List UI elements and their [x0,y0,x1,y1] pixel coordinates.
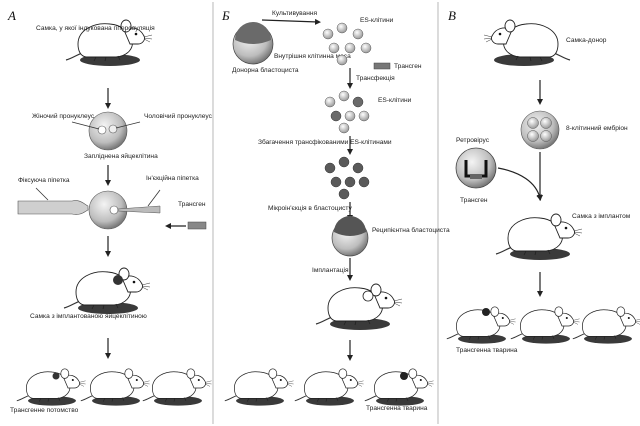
offspring-c1-mark [482,308,490,316]
mouse-implant-c [495,213,583,261]
offspring-b2 [294,368,365,407]
offspring-b3-mark [400,372,408,380]
label-female-implant: Самка з імплантом [572,212,631,220]
label-embryo-8cell: 8-клітинний ембріон [566,124,628,132]
panel-a: А Самка, у якої індукована гіперовуляція… [7,8,213,414]
offspring-c2 [510,306,581,345]
label-cultivation: Культивування [272,10,317,17]
female-pronucleus-icon [97,125,107,135]
label-microinjection: Мікроін'єкція в бластоцисту [268,204,353,212]
label-implantation: Імплантація [312,266,349,274]
injection-pipette-icon [117,205,161,214]
offspring-c3 [572,306,640,345]
arrow-retrovirus [497,167,543,201]
label-retrovirus: Ретровірус [456,136,490,144]
leader-injection-pipette [147,189,161,207]
transgene-b-icon [373,62,391,70]
offspring-a3 [142,368,213,407]
label-female-implanted: Самка з імплантованою яйцеклітиною [30,312,147,320]
embryo-cells [527,117,552,142]
panel-b-heading: Б [221,8,230,23]
label-inner-cell-mass: Внутрішня клітинна маса [274,52,351,60]
offspring-c1 [446,306,517,345]
panel-a-heading: А [7,8,16,23]
fertilized-egg-icon [88,111,128,151]
label-transgene-a: Трансген [178,201,206,208]
arrow-cultivation [261,18,321,25]
panel-c-heading: В [448,8,456,23]
label-donor-blastocyst: Донорна бластоциста [232,66,299,74]
retrovirus-icon [455,147,497,189]
pronucleus-injected-icon [109,205,119,215]
es-cells-cluster-1 [322,22,372,66]
label-female-donor: Самка-донор [566,37,607,44]
panel-b: Б Донорна бластоциста Внутрішня клітинна… [221,8,450,412]
mouse-donor [483,19,571,67]
label-male-pronucleus: Чоловічий пронуклеус [144,112,213,120]
es-cells-cluster-3 [324,156,370,200]
offspring-a2 [80,368,151,407]
holding-pipette-icon [17,200,89,215]
label-es-cells: ES-клітини [360,16,394,24]
label-es-cells-2: ES-клітини [378,96,412,104]
offspring-a1-mark [52,372,60,380]
label-transgenic-offspring: Трансгенне потомство [10,407,79,414]
offspring-b1 [224,368,295,407]
mouse-implanted [63,267,151,315]
offspring-a1 [16,368,87,407]
es-cells-cluster-2 [324,90,370,134]
transgene-a-icon [187,221,207,230]
male-pronucleus-icon [108,124,118,134]
label-transgenic-animal-b: Трансгенна тварина [366,405,428,412]
inner-cell-mass-icon [235,22,271,44]
implant-mark-a [113,275,123,285]
retrovirus-transgene-icon [470,174,482,179]
label-transgenic-animal-c: Трансгенна тварина [456,347,518,354]
label-transfection: Трансфекція [356,74,395,82]
label-female-superovulation: Самка, у якої індукована гіперовуляція [36,24,155,32]
label-injection-pipette: Ін'єкційна піпетка [146,174,199,182]
label-transgene-b: Трансген [394,63,422,70]
offspring-b3 [364,368,435,407]
recipient-icm-icon [334,216,366,236]
embryo-8cell-icon [520,110,560,150]
label-enrichment: Збагачення трансфікованими ES-клітинами [258,138,392,146]
mouse-implanted-b [315,283,403,331]
label-recipient-blastocyst: Реципієнтна бластоциста [372,226,450,234]
label-fertilized-egg: Запліднена яйцеклітина [84,152,158,160]
label-female-pronucleus: Жіночий пронуклеус [32,112,95,120]
leader-male-pronucleus [115,121,141,129]
label-holding-pipette: Фіксуюча піпетка [18,176,70,184]
leader-holding-pipette [35,187,49,201]
implant-mark-b [362,290,374,302]
leader-female-pronucleus [71,121,100,130]
label-transgene-c: Трансген [460,197,488,204]
panel-c: В Самка-донор 8-клітинний ембріон Ретров… [446,8,640,354]
